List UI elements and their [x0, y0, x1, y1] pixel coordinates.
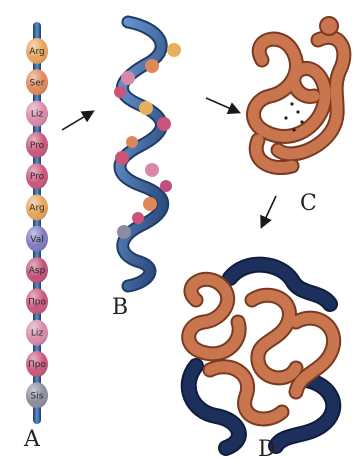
- amino-acid-label: Про: [28, 360, 46, 370]
- arrow-c-to-d: [262, 196, 276, 226]
- amino-acid-bead: Pro: [26, 163, 48, 189]
- amino-acid-label: Liz: [31, 329, 44, 339]
- amino-acid-bead: Asp: [26, 257, 48, 283]
- amino-acid-label: Arg: [29, 204, 44, 214]
- amino-acid-bead: Arg: [26, 38, 48, 64]
- amino-acid-label: Val: [30, 235, 43, 245]
- secondary-structure-helix: [114, 22, 181, 286]
- amino-acid-label: Pro: [30, 172, 45, 182]
- amino-acid-label: Про: [28, 297, 46, 307]
- panel-label-a: A: [23, 427, 41, 452]
- panel-label-c: C: [300, 191, 317, 216]
- amino-acid-label: Asp: [29, 266, 46, 276]
- amino-acid-bead: Val: [26, 226, 48, 252]
- amino-acid-label: Liz: [31, 110, 44, 120]
- amino-acid-bead: Про: [26, 351, 48, 377]
- arrow-b-to-c: [206, 98, 238, 112]
- amino-acid-bead: Liz: [26, 101, 48, 127]
- amino-acid-label: Ser: [30, 78, 45, 88]
- arrow-a-to-b: [62, 112, 92, 130]
- amino-acid-bead: Liz: [26, 320, 48, 346]
- amino-acid-bead: Про: [26, 288, 48, 314]
- amino-acid-bead: Pro: [26, 132, 48, 158]
- amino-acid-bead: Arg: [26, 195, 48, 221]
- amino-acid-bead: Ser: [26, 69, 48, 95]
- quaternary-structure: [189, 265, 334, 448]
- amino-acid-label: Sis: [31, 391, 44, 401]
- amino-acid-label: Arg: [29, 47, 44, 57]
- amino-acid-bead: Sis: [26, 382, 48, 408]
- tertiary-structure: [254, 17, 344, 168]
- amino-acid-label: Pro: [30, 141, 45, 151]
- panel-label-d: D: [258, 437, 276, 460]
- panel-label-b: B: [112, 295, 128, 320]
